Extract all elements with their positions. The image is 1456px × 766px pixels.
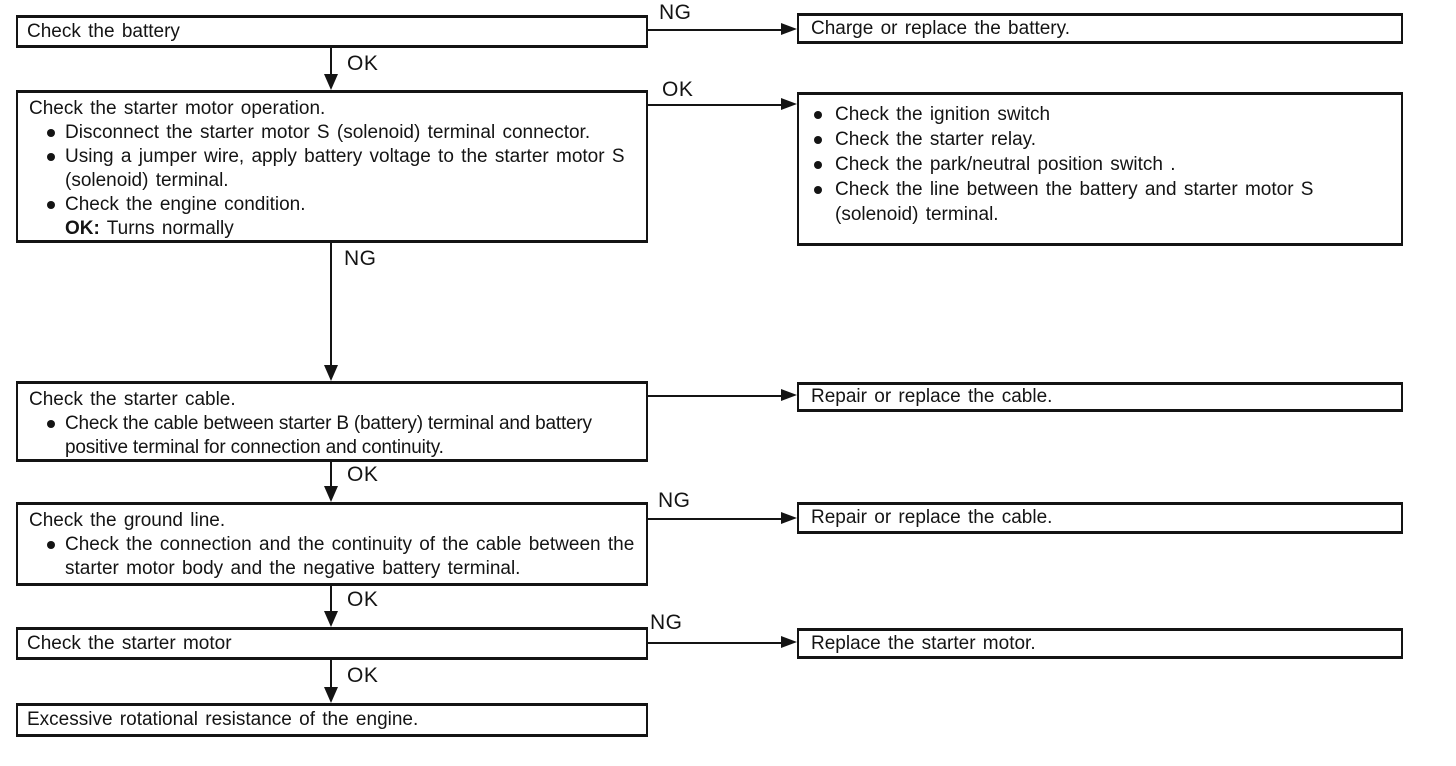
step-title: Check the starter motor operation. xyxy=(29,98,326,119)
action-repair-or-replace-cable-1: Repair or replace the cable. xyxy=(797,382,1403,412)
connector-line xyxy=(330,660,332,688)
connector-line xyxy=(648,29,783,31)
ok-condition-note: OK: Turns normally xyxy=(29,217,640,241)
list-item: Check the connection and the continuity … xyxy=(29,533,640,581)
bullet-icon xyxy=(811,152,835,177)
action-text: Charge or replace the battery. xyxy=(811,17,1071,39)
note-label: OK: xyxy=(65,218,100,239)
indent-spacer xyxy=(29,217,65,241)
connector-label-ng: NG xyxy=(658,489,691,512)
list-item-text: Check the engine condition. xyxy=(65,194,306,215)
list-item-text: Check the cable between starter B (batte… xyxy=(65,413,592,458)
action-text: Repair or replace the cable. xyxy=(811,507,1053,528)
connector-label-ng: NG xyxy=(650,611,683,634)
connector-label-ok: OK xyxy=(347,52,379,75)
arrowhead-down-icon xyxy=(324,687,338,703)
step-title: Check the starter cable. xyxy=(29,389,236,410)
connector-line xyxy=(648,104,783,106)
arrowhead-down-icon xyxy=(324,611,338,627)
list-item-text: Check the ignition switch xyxy=(835,104,1051,125)
bullet-icon xyxy=(29,145,65,193)
arrowhead-right-icon xyxy=(781,98,797,110)
list-item: Disconnect the starter motor S (solenoid… xyxy=(29,121,640,145)
step-title: Excessive rotational resistance of the e… xyxy=(27,709,419,730)
list-item-text: Check the line between the battery and s… xyxy=(835,179,1314,225)
note-text: OK: Turns normally xyxy=(65,218,234,239)
connector-line xyxy=(330,586,332,612)
bullet-icon xyxy=(29,412,65,460)
arrowhead-down-icon xyxy=(324,486,338,502)
bullet-icon xyxy=(29,533,65,581)
connector-label-ok: OK xyxy=(347,463,379,486)
step-check-starter-motor-operation: Check the starter motor operation. Disco… xyxy=(16,90,648,243)
bullet-icon xyxy=(29,121,65,145)
action-text: Replace the starter motor. xyxy=(811,632,1036,654)
action-text: Repair or replace the cable. xyxy=(811,386,1053,407)
list-item: Check the ignition switch xyxy=(811,102,1395,127)
result-excessive-rotational-resistance: Excessive rotational resistance of the e… xyxy=(16,703,648,737)
step-title: Check the ground line. xyxy=(29,510,226,531)
connector-label-ok: OK xyxy=(662,78,694,101)
bullet-icon xyxy=(811,177,835,227)
arrowhead-down-icon xyxy=(324,365,338,381)
connector-line xyxy=(330,462,332,487)
arrowhead-right-icon xyxy=(781,512,797,524)
step-check-starter-motor: Check the starter motor xyxy=(16,627,648,660)
step-check-starter-cable: Check the starter cable. Check the cable… xyxy=(16,381,648,462)
arrowhead-right-icon xyxy=(781,636,797,648)
connector-label-ng: NG xyxy=(659,1,692,24)
connector-line xyxy=(330,48,332,76)
action-charge-or-replace-battery: Charge or replace the battery. xyxy=(797,13,1403,44)
connector-label-ng: NG xyxy=(344,247,377,270)
arrowhead-right-icon xyxy=(781,23,797,35)
list-item: Check the line between the battery and s… xyxy=(811,177,1395,227)
connector-line xyxy=(648,642,783,644)
bullet-icon xyxy=(811,127,835,152)
connector-line xyxy=(648,518,783,520)
list-item-text: Check the starter relay. xyxy=(835,129,1037,150)
connector-line xyxy=(648,395,783,397)
action-replace-starter-motor: Replace the starter motor. xyxy=(797,628,1403,659)
connector-label-ok: OK xyxy=(347,588,379,611)
connector-line xyxy=(330,243,332,366)
action-repair-or-replace-cable-2: Repair or replace the cable. xyxy=(797,502,1403,534)
arrowhead-right-icon xyxy=(781,389,797,401)
action-check-ignition-circuit: Check the ignition switch Check the star… xyxy=(797,92,1403,246)
arrowhead-down-icon xyxy=(324,74,338,90)
step-check-ground-line: Check the ground line. Check the connect… xyxy=(16,502,648,586)
list-item-text: Using a jumper wire, apply battery volta… xyxy=(65,146,625,191)
step-check-battery: Check the battery xyxy=(16,15,648,48)
list-item-text: Check the connection and the continuity … xyxy=(65,534,635,579)
list-item: Check the cable between starter B (batte… xyxy=(29,412,640,460)
bullet-icon xyxy=(811,102,835,127)
step-title: Check the starter motor xyxy=(27,632,232,654)
list-item: Check the park/neutral position switch . xyxy=(811,152,1395,177)
list-item: Check the starter relay. xyxy=(811,127,1395,152)
bullet-icon xyxy=(29,193,65,217)
list-item-text: Disconnect the starter motor S (solenoid… xyxy=(65,122,591,143)
list-item-text: Check the park/neutral position switch . xyxy=(835,154,1176,175)
step-title: Check the battery xyxy=(27,20,180,42)
connector-label-ok: OK xyxy=(347,664,379,687)
list-item: Check the engine condition. xyxy=(29,193,640,217)
list-item: Using a jumper wire, apply battery volta… xyxy=(29,145,640,193)
